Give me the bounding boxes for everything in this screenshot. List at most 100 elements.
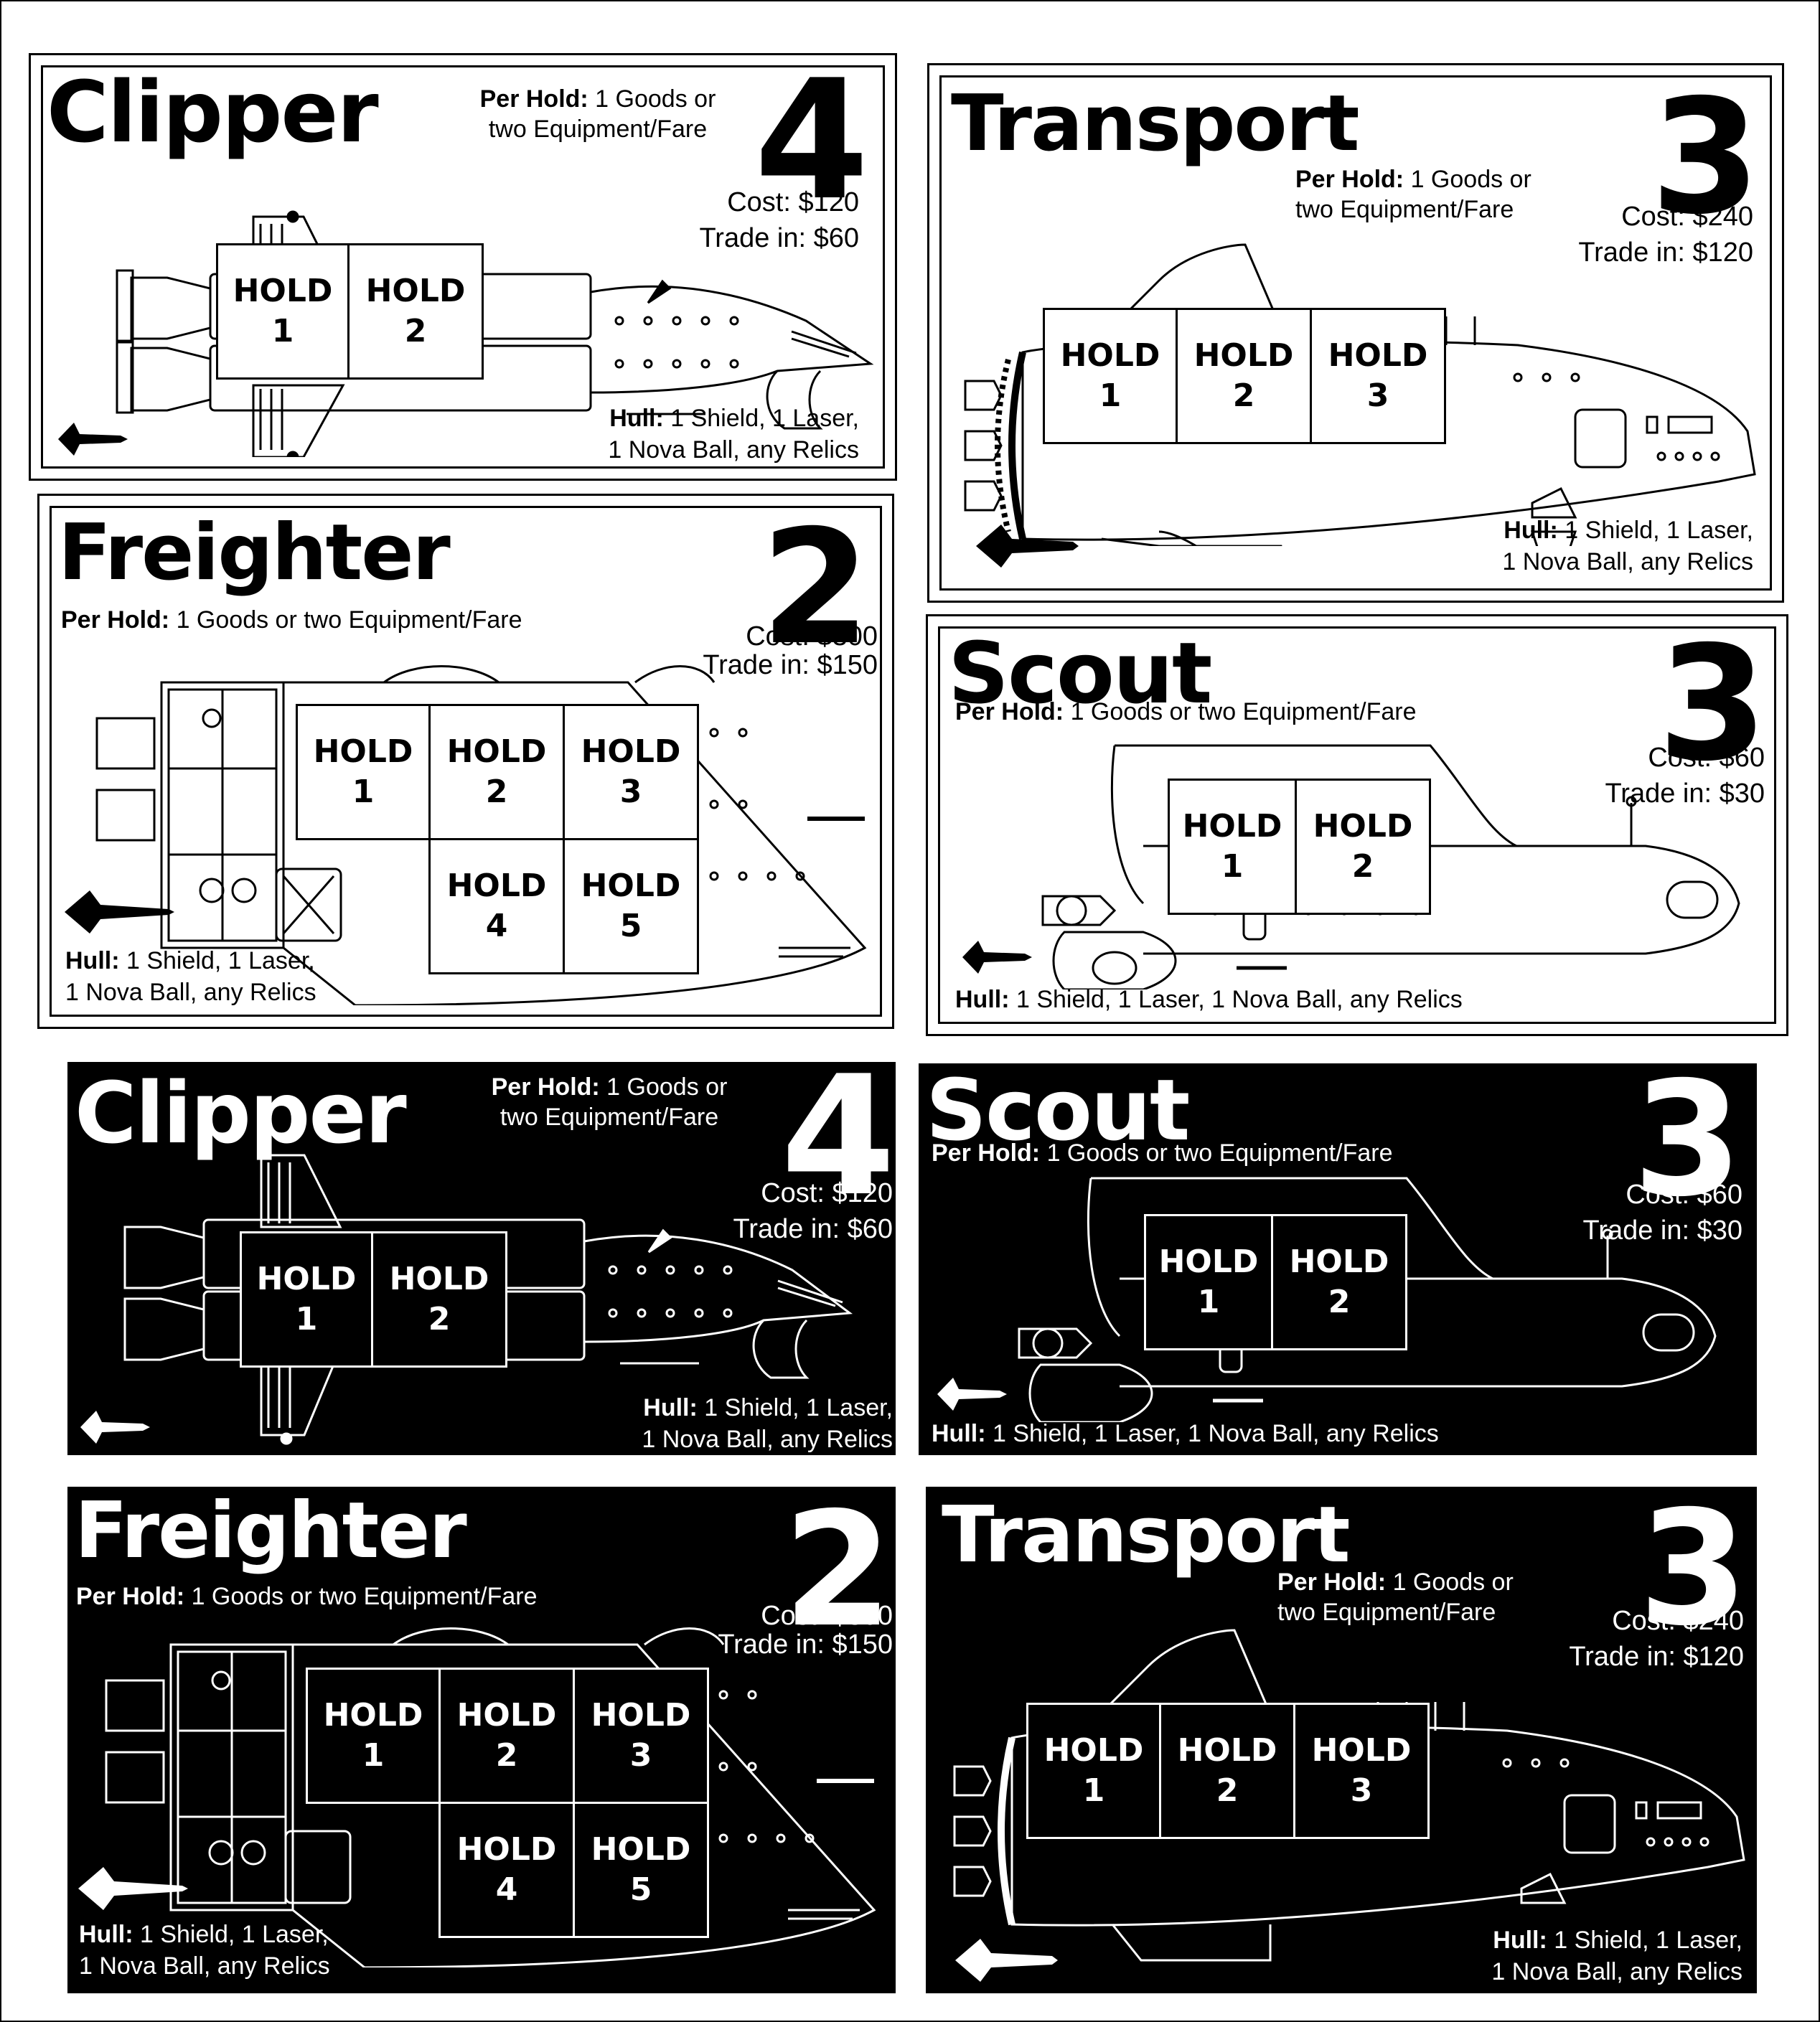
hull-label: Hull: — [1493, 1927, 1547, 1954]
hull-line1: 1 Shield, 1 Laser, — [1547, 1927, 1742, 1954]
trade-in-text: Trade in: $120 — [1569, 1642, 1744, 1672]
hull-label: Hull: — [1504, 517, 1558, 544]
hold-number: 2 — [1328, 1284, 1351, 1320]
per-hold-line1: 1 Goods or — [588, 85, 716, 113]
hold-box-1: HOLD 1 — [1144, 1214, 1273, 1350]
card-clipper-dark: Clipper Per Hold: 1 Goods or two Equipme… — [67, 1062, 896, 1455]
hull-label: Hull: — [955, 986, 1010, 1013]
hold-label: HOLD — [581, 867, 681, 904]
cost-text: Cost: $60 — [1648, 743, 1765, 773]
hold-label: HOLD — [591, 1831, 691, 1868]
ship-name: Freighter — [58, 508, 451, 598]
hull-text: Hull: 1 Shield, 1 Laser, 1 Nova Ball, an… — [608, 403, 859, 466]
card-freighter-light: Freighter 2 Per Hold: 1 Goods or two Equ… — [37, 494, 894, 1029]
shuttle-icon — [58, 423, 128, 456]
scout-ship-art — [1018, 1177, 1717, 1422]
trade-in-text: Trade in: $30 — [1582, 1215, 1742, 1246]
cost-trade-text: Cost: $300 Trade in: $150 — [703, 622, 878, 680]
per-hold-label: Per Hold: — [955, 698, 1064, 725]
cost-trade-text: Cost: $60 Trade in: $30 — [1582, 1177, 1742, 1249]
trade-in-text: Trade in: $60 — [733, 1214, 893, 1244]
per-hold-line2: two Equipment/Fare — [488, 116, 708, 143]
hold-number: 1 — [1221, 848, 1244, 885]
hull-line1: 1 Shield, 1 Laser, — [697, 1394, 893, 1421]
hold-number: 1 — [1197, 1284, 1220, 1320]
hull-line2: 1 Nova Ball, any Relics — [642, 1426, 893, 1453]
per-hold-line2: two Equipment/Fare — [499, 1104, 719, 1131]
hull-text: Hull: 1 Shield, 1 Laser, 1 Nova Ball, an… — [79, 1919, 330, 1982]
hold-number: 2 — [1232, 377, 1255, 414]
card-inner-border — [938, 626, 1776, 1024]
hull-line1: 1 Shield, 1 Laser, — [133, 1921, 329, 1948]
card-scout-light: Scout 3 Per Hold: 1 Goods or two Equipme… — [926, 614, 1788, 1036]
hold-box-4: HOLD 4 — [428, 838, 565, 974]
transport-ship-art — [964, 243, 1756, 546]
hull-line2: 1 Nova Ball, any Relics — [1502, 548, 1753, 575]
hold-count-number: 3 — [1632, 1063, 1742, 1231]
cost-trade-text: Cost: $300 Trade in: $150 — [718, 1602, 893, 1659]
per-hold-line1: 1 Goods or — [1386, 1569, 1514, 1596]
shuttle-icon — [937, 1378, 1007, 1411]
hull-text: Hull: 1 Shield, 1 Laser, 1 Nova Ball, an… — [642, 1392, 893, 1455]
per-hold-line1: 1 Goods or two Equipment/Fare — [1040, 1139, 1393, 1167]
per-hold-label: Per Hold: — [479, 85, 588, 113]
hold-label: HOLD — [446, 733, 547, 770]
ship-name: Transport — [951, 79, 1360, 169]
per-hold-text: Per Hold: 1 Goods or two Equipment/Fare — [76, 1581, 537, 1612]
hold-number: 2 — [495, 1737, 518, 1774]
per-hold-line1: 1 Goods or two Equipment/Fare — [1064, 698, 1417, 725]
per-hold-label: Per Hold: — [76, 1583, 185, 1610]
hold-number: 5 — [629, 1871, 652, 1908]
per-hold-label: Per Hold: — [61, 606, 170, 634]
cost-trade-text: Cost: $240 Trade in: $120 — [1569, 1603, 1744, 1675]
per-hold-text: Per Hold: 1 Goods or two Equipment/Fare — [1277, 1567, 1550, 1627]
trade-in-text: Trade in: $30 — [1605, 779, 1765, 809]
hold-label: HOLD — [1289, 1243, 1389, 1280]
hold-label: HOLD — [1177, 1732, 1277, 1769]
cost-trade-text: Cost: $120 Trade in: $60 — [733, 1175, 893, 1247]
cost-text: Cost: $300 — [761, 1601, 893, 1631]
per-hold-text: Per Hold: 1 Goods or two Equipment/Fare — [955, 697, 1416, 727]
hull-label: Hull: — [609, 405, 664, 432]
hold-label: HOLD — [446, 867, 547, 904]
hold-label: HOLD — [591, 1697, 691, 1734]
cost-trade-text: Cost: $60 Trade in: $30 — [1605, 740, 1765, 812]
hold-label: HOLD — [581, 733, 681, 770]
card-clipper-light: Clipper Per Hold: 1 Goods or two Equipme… — [29, 53, 897, 481]
hold-number: 3 — [619, 773, 642, 810]
trade-in-text: Trade in: $150 — [703, 650, 878, 680]
hold-label: HOLD — [1060, 337, 1160, 374]
cost-trade-text: Cost: $240 Trade in: $120 — [1578, 199, 1753, 271]
per-hold-label: Per Hold: — [491, 1073, 600, 1101]
hold-label: HOLD — [233, 273, 333, 309]
hull-text: Hull: 1 Shield, 1 Laser, 1 Nova Ball, an… — [1502, 514, 1753, 578]
hold-box-2: HOLD 2 — [1271, 1214, 1407, 1350]
fighter-icon — [976, 525, 1079, 568]
hold-number: 2 — [404, 313, 427, 349]
per-hold-line2: two Equipment/Fare — [1277, 1599, 1496, 1626]
hold-label: HOLD — [323, 1697, 423, 1734]
hold-count-number: 3 — [1657, 614, 1768, 796]
hold-label: HOLD — [1158, 1243, 1259, 1280]
hull-text: Hull: 1 Shield, 1 Laser, 1 Nova Ball, an… — [932, 1418, 1439, 1449]
hull-label: Hull: — [79, 1921, 133, 1948]
ship-name: Freighter — [75, 1487, 467, 1576]
per-hold-line1: 1 Goods or two Equipment/Fare — [169, 606, 522, 634]
hold-number: 2 — [428, 1301, 451, 1337]
card-scout-dark: Scout 3 Per Hold: 1 Goods or two Equipme… — [919, 1063, 1757, 1455]
per-hold-text: Per Hold: 1 Goods or two Equipment/Fare — [465, 84, 731, 144]
hull-text: Hull: 1 Shield, 1 Laser, 1 Nova Ball, an… — [1491, 1924, 1742, 1988]
hold-number: 4 — [485, 908, 508, 944]
hold-number: 3 — [1350, 1772, 1373, 1809]
